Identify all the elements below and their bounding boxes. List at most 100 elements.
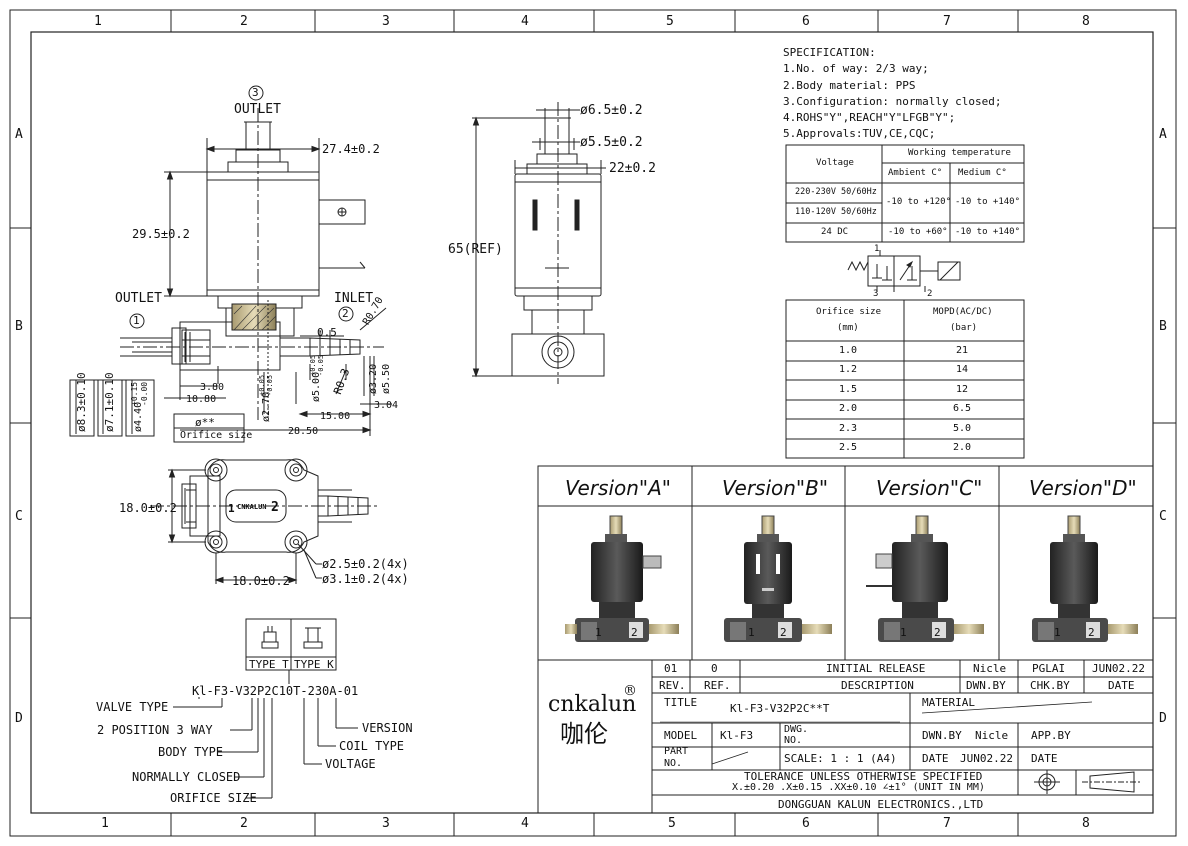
grid-col-4-bottom: 4	[521, 816, 529, 831]
dim-7-1: ø7.1±0.10	[103, 372, 116, 432]
orifice-row-5-size: 2.3	[839, 423, 858, 434]
date-label: DATE	[922, 752, 949, 765]
orifice-row-3-size: 1.5	[839, 384, 858, 395]
date-header: DATE	[1108, 679, 1135, 692]
orifice-row-6-mopd: 2.0	[953, 442, 972, 453]
dwg-label: DWG.	[784, 724, 809, 735]
grid-col-3: 3	[382, 14, 390, 29]
symbol-port-3: 3	[873, 289, 879, 299]
title-block-lines	[651, 660, 1153, 813]
code-leaders	[173, 670, 358, 799]
dim-3-20: ø3.20	[368, 363, 379, 394]
registered-mark: ®	[623, 683, 637, 699]
temp-working-header: Working temperature	[908, 148, 1011, 158]
spec-heading: SPECIFICATION:	[783, 46, 876, 59]
orifice-code: ø**	[195, 416, 215, 429]
dim-3-04: 3.04	[374, 400, 399, 411]
temp-row-1-voltage: 220-230V 50/60Hz	[795, 187, 877, 197]
orifice-row-1-size: 1.0	[839, 345, 858, 356]
port-2-number: 2	[342, 307, 349, 320]
dim-15-00: 15.00	[320, 411, 351, 422]
side-view	[472, 102, 606, 384]
code-body-type: BODY TYPE	[158, 745, 224, 759]
grid-col-6-bottom: 6	[802, 816, 810, 831]
grid-row-d: D	[15, 711, 23, 726]
spec-line-3: 3.Configuration: normally closed;	[783, 95, 1002, 108]
brand-logo-chinese: 咖伦	[560, 720, 608, 748]
code-voltage: VOLTAGE	[325, 757, 376, 771]
dwn-value: Nicle	[973, 662, 1007, 675]
grid-row-b: B	[15, 319, 23, 334]
chkby-header: CHK.BY	[1030, 679, 1070, 692]
inlet-label: INLET	[334, 291, 374, 306]
orifice-header-size: Orifice size	[816, 307, 882, 317]
temp-row-3-medium: -10 to +140°	[955, 227, 1021, 237]
orifice-header-size-unit: (mm)	[837, 323, 859, 333]
temperature-table	[785, 144, 1025, 243]
model-label: MODEL	[664, 729, 698, 742]
grid-col-5: 5	[666, 14, 674, 29]
code-2-position-3-way: 2 POSITION 3 WAY	[97, 723, 213, 737]
orifice-row-1-mopd: 21	[956, 345, 969, 356]
svg-text:1: 1	[595, 626, 602, 639]
grid-col-7: 7	[943, 14, 951, 29]
temp-ambient-header: Ambient C°	[888, 168, 943, 178]
front-view	[69, 85, 392, 443]
dim-10-80: 10.80	[186, 394, 217, 405]
part-no-label: NO.	[664, 758, 683, 769]
spec-line-2: 2.Body material: PPS	[783, 79, 916, 92]
grid-row-b-right: B	[1159, 319, 1167, 334]
svg-text:2: 2	[780, 626, 787, 639]
svg-text:1: 1	[748, 626, 755, 639]
dim-hole-3-1: ø3.1±0.2(4x)	[322, 572, 409, 586]
dim-27-4: 27.4±0.2	[322, 142, 380, 156]
orifice-row-3-mopd: 12	[956, 384, 969, 395]
dim-8-3: ø8.3±0.10	[75, 372, 88, 432]
spec-line-1: 1.No. of way: 2/3 way;	[783, 62, 929, 75]
dim-4-40-tol-dn: -0.00	[140, 381, 149, 406]
dim-18-horizontal: 18.0±0.2	[232, 574, 290, 588]
body-mark-logo: CNKALUN	[237, 503, 267, 511]
dim-6-5: ø6.5±0.2	[580, 103, 643, 118]
date-value: JUN02.22	[1092, 662, 1145, 675]
part-label: PART	[664, 746, 689, 757]
outlet-top-label: OUTLET	[234, 102, 281, 117]
orifice-table	[785, 299, 1025, 459]
dim-4-40: ø4.40	[133, 401, 144, 432]
temp-voltage-header: Voltage	[816, 158, 854, 168]
body-mark-1: 1	[228, 502, 235, 515]
type-k-label: TYPE K	[294, 658, 334, 671]
grid-col-7-bottom: 7	[943, 816, 951, 831]
scale-label: SCALE: 1 : 1 (A4)	[784, 752, 897, 765]
tolerance-line-2: X.±0.20 .X±0.15 .XX±0.10 ∠±1° (UNIT IN M…	[732, 782, 985, 793]
part-number-code: Kl-F3-V32P2C10T-230A-01	[192, 684, 359, 698]
material-label: MATERIAL	[922, 696, 975, 709]
dwg-no-label: NO.	[784, 735, 803, 746]
versions-frame	[537, 465, 1154, 814]
outlet-left-label: OUTLET	[115, 291, 162, 306]
dim-0-5: 0.5	[317, 326, 337, 339]
orifice-header-mopd: MOPD(AC/DC)	[933, 307, 993, 317]
spec-line-5: 5.Approvals:TUV,CE,CQC;	[783, 127, 936, 140]
orifice-row-4-mopd: 6.5	[953, 403, 972, 414]
svg-text:1: 1	[900, 626, 907, 639]
grid-ticks	[10, 10, 1176, 836]
dim-22: 22±0.2	[609, 161, 656, 176]
title-value: Kl-F3-V32P2C**T	[730, 702, 830, 715]
grid-col-3-bottom: 3	[382, 816, 390, 831]
code-version: VERSION	[362, 721, 413, 735]
grid-col-1-bottom: 1	[101, 816, 109, 831]
grid-row-a: A	[15, 127, 23, 142]
dim-5-00-tol-up: +0.05	[309, 354, 317, 376]
body-mark-2: 2	[271, 500, 279, 515]
svg-text:2: 2	[631, 626, 638, 639]
symbol-port-2: 2	[927, 289, 933, 299]
appby-label: APP.BY	[1031, 729, 1071, 742]
grid-col-2: 2	[240, 14, 248, 29]
code-valve-type: VALVE TYPE	[96, 700, 169, 714]
date-value-main: JUN02.22	[960, 752, 1013, 765]
rev-header: REV.	[659, 679, 686, 692]
